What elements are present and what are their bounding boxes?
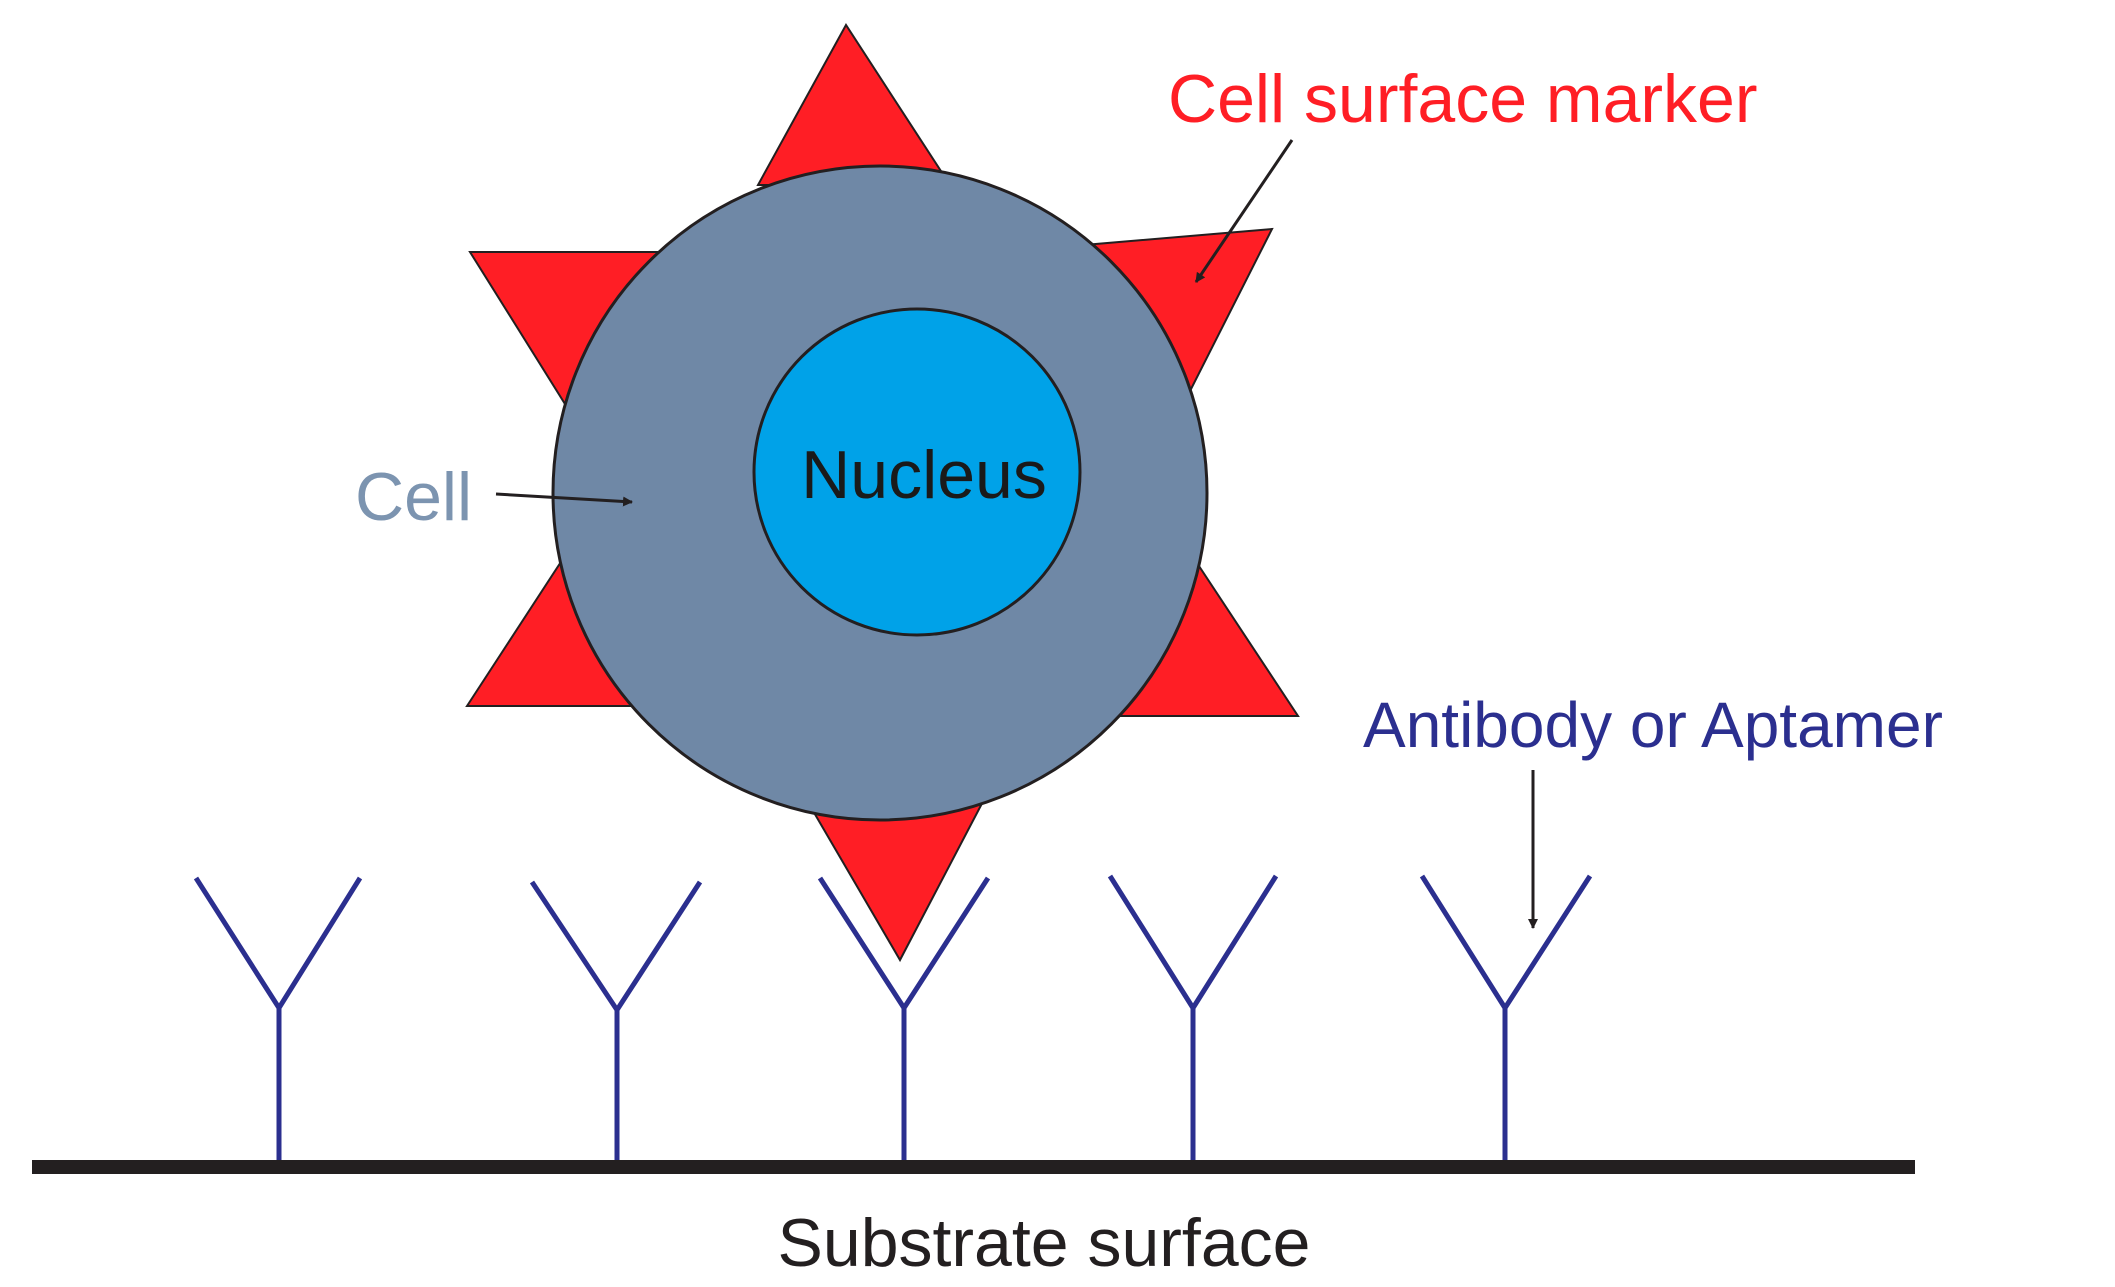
cell-label: Cell xyxy=(355,459,472,535)
antibody-3 xyxy=(817,876,991,1168)
antibody-2 xyxy=(529,880,703,1168)
marker-arrow xyxy=(1194,139,1294,283)
marker-label: Cell surface marker xyxy=(1168,61,1758,137)
antibodies xyxy=(193,874,1593,1168)
antibody-4 xyxy=(1107,874,1279,1166)
antibody-5 xyxy=(1419,874,1593,1168)
surface-marker-top xyxy=(756,23,952,186)
antibody-label: Antibody or Aptamer xyxy=(1363,689,1943,761)
nucleus-label: Nucleus xyxy=(801,437,1047,513)
antibody-1 xyxy=(193,876,363,1162)
cell-arrow xyxy=(495,492,633,507)
nucleus xyxy=(752,307,1082,637)
substrate-label: Substrate surface xyxy=(778,1205,1311,1281)
